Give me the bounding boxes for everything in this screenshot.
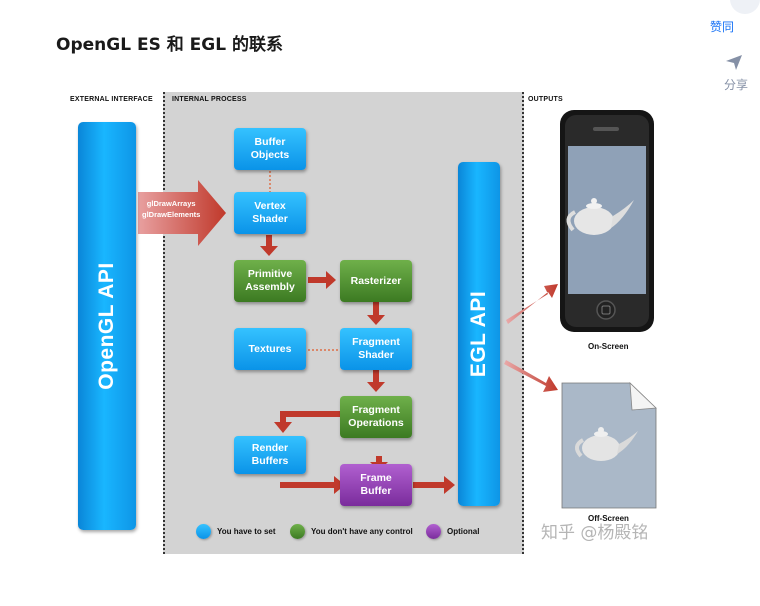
legend-dot-green <box>290 524 305 539</box>
side-actions: 赞同 分享 <box>710 0 760 120</box>
draw-call-label: glDrawArrays <box>146 199 196 208</box>
offscreen-page-illustration <box>561 381 657 509</box>
draw-call-label: glDrawElements <box>142 210 201 219</box>
opengl-egl-diagram: EXTERNAL INTERFACE INTERNAL PROCESS OUTP… <box>58 88 698 558</box>
section-label-external: EXTERNAL INTERFACE <box>70 96 153 103</box>
pipeline-arrows <box>260 235 455 494</box>
opengl-api-bar: OpenGL API <box>78 122 136 530</box>
stage-textures: Textures <box>234 328 306 370</box>
page-title: OpenGL ES 和 EGL 的联系 <box>56 35 283 55</box>
legend-item-no-control: You don't have any control <box>290 524 413 539</box>
diagram-connectors <box>138 110 657 509</box>
draw-call-labels: glDrawArrays glDrawElements <box>142 198 200 220</box>
legend-dot-blue <box>196 524 211 539</box>
legend-dot-purple <box>426 524 441 539</box>
phone-illustration <box>560 110 654 332</box>
share-icon[interactable] <box>724 52 744 72</box>
on-screen-arrow <box>506 284 558 324</box>
watermark: 知乎 @杨殿铭 <box>541 523 649 543</box>
legend-item-set: You have to set <box>196 524 276 539</box>
off-screen-arrow <box>504 360 558 392</box>
avatar[interactable] <box>730 0 760 14</box>
section-label-outputs: OUTPUTS <box>528 96 563 103</box>
output-label-off-screen: Off-Screen <box>588 514 629 523</box>
output-label-on-screen: On-Screen <box>588 342 629 351</box>
section-label-internal: INTERNAL PROCESS <box>172 96 247 103</box>
egl-api-bar: EGL API <box>458 162 500 506</box>
legend-item-optional: Optional <box>426 524 479 539</box>
egl-api-label: EGL API <box>467 290 490 378</box>
share-button[interactable]: 分享 <box>724 78 749 92</box>
stage-rasterizer: Rasterizer <box>340 260 412 302</box>
draw-call-arrow <box>138 180 226 246</box>
like-button[interactable]: 赞同 <box>710 20 735 34</box>
opengl-api-label: OpenGL API <box>95 262 118 390</box>
